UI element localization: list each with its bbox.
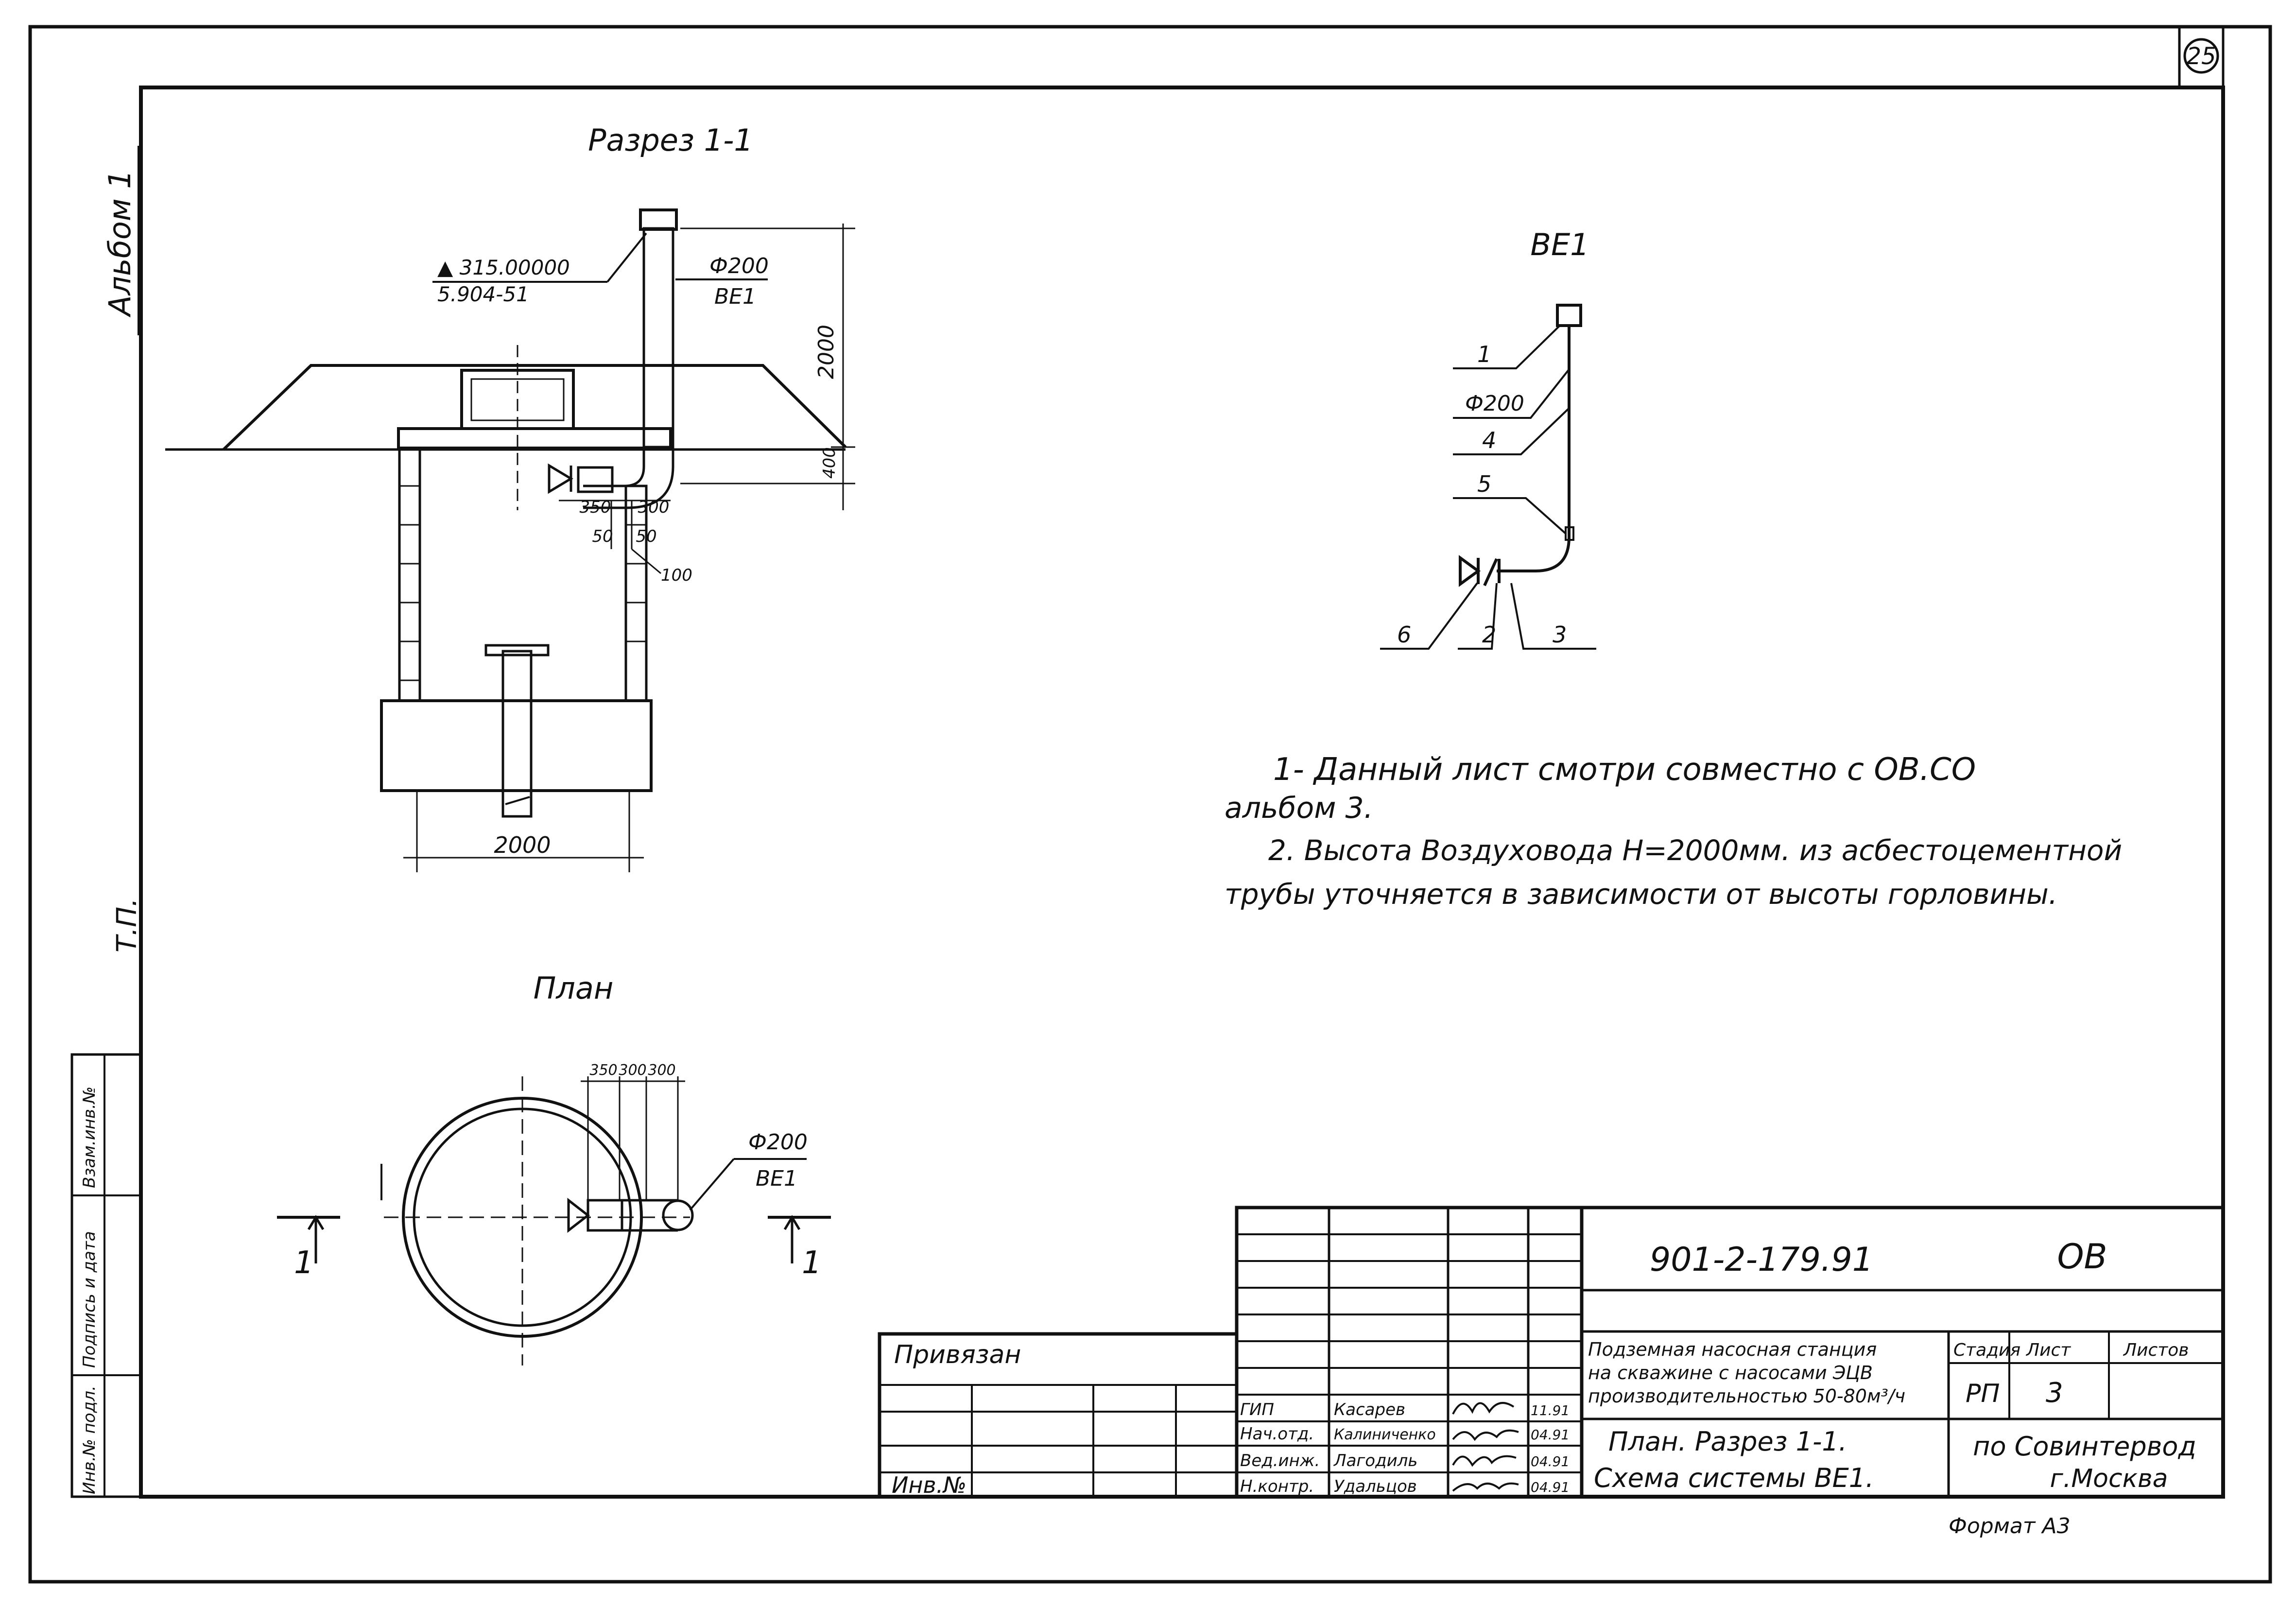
note-line-4: трубы уточняется в зависимости от высоты… — [1225, 878, 2057, 911]
page-number: 25 — [2186, 43, 2216, 70]
drawing-name-2: Схема системы ВЕ1. — [1594, 1463, 1874, 1493]
scheme-pipe-cap — [1556, 304, 1582, 327]
album-label: Альбом 1 — [102, 170, 138, 318]
doc-code: 901-2-179.91 — [1650, 1241, 1873, 1279]
privyazan-label: Привязан — [894, 1340, 1021, 1369]
stage-label: Стадия — [1953, 1340, 2020, 1360]
scheme-callout-1: 1 — [1477, 341, 1491, 367]
plan-system-label: ВЕ1 — [756, 1166, 797, 1191]
section-1-1: Разрез 1-1 2000 — [165, 122, 855, 872]
project-name-1: Подземная насосная станция — [1588, 1339, 1877, 1360]
project-name-2: на скважине с насосами ЭЦВ — [1588, 1362, 1873, 1383]
scheme-valve-icon — [1459, 555, 1481, 587]
plan-valve-icon — [567, 1197, 590, 1233]
stage-value: РП — [1966, 1379, 2000, 1408]
well-casing — [501, 650, 533, 818]
notes-block: 1- Данный лист смотри совместно с ОВ.СО … — [1225, 752, 2122, 911]
date-nach-otd: 04.91 — [1531, 1427, 1570, 1443]
tp-label: Т.П. — [111, 898, 143, 952]
scheme-callout-3: 3 — [1553, 622, 1567, 648]
plan-cut-right: 1 — [802, 1245, 822, 1281]
scheme-callout-diameter: Ф200 — [1465, 391, 1524, 416]
signature-nach-otd — [1452, 1429, 1519, 1441]
scheme-riser — [1497, 326, 1571, 572]
section-dim-300: 300 — [638, 498, 670, 517]
ventilation-scheme: ВЕ1 1 Ф200 4 5 6 2 3 — [1380, 227, 1596, 650]
sheet-label: Лист — [2025, 1340, 2071, 1360]
role-gip: ГИП — [1240, 1400, 1274, 1419]
role-ved-inzh: Вед.инж. — [1240, 1451, 1320, 1470]
page-number-circle — [2183, 38, 2219, 74]
section-dim-height: 2000 — [814, 325, 839, 379]
inv-no-label: Инв.№ — [892, 1472, 967, 1498]
section-dim-350: 350 — [580, 498, 611, 517]
chamber-wall-right — [624, 484, 648, 702]
section-dim-50a: 50 — [592, 527, 613, 546]
stamp-inv-podl: Инв.№ подл. — [80, 1385, 99, 1494]
project-name-3: производительностью 50-80м³/ч — [1588, 1385, 1905, 1407]
name-ved-inzh: Лагодиль — [1333, 1451, 1417, 1470]
role-nach-otd: Нач.отд. — [1240, 1424, 1314, 1444]
note-line-2: альбом 3. — [1225, 791, 1373, 825]
scheme-callout-4: 4 — [1482, 427, 1496, 453]
date-gip: 11.91 — [1531, 1402, 1570, 1418]
plan-vent-pipe — [662, 1199, 694, 1231]
note-line-3: 2. Высота Воздуховода Н=2000мм. из асбес… — [1268, 834, 2122, 867]
name-nach-otd: Калиниченко — [1334, 1426, 1436, 1443]
section-system-label: ВЕ1 — [714, 284, 756, 309]
title-block: 901-2-179.91 ОВ Подземная насосная станц… — [878, 1206, 2225, 1499]
scheme-callout-6: 6 — [1397, 622, 1411, 648]
section-pipe-diameter: Ф200 — [709, 254, 769, 278]
org-line-1: по Совинтервод — [1973, 1431, 2196, 1462]
sheets-label: Листов — [2123, 1340, 2189, 1360]
date-ved-inzh: 04.91 — [1531, 1453, 1570, 1469]
side-stamp: Инв.№ подл. Подпись и дата Взам.инв.№ — [70, 1053, 142, 1498]
section-dim-width: 2000 — [494, 832, 551, 858]
plan-cut-left: 1 — [294, 1245, 314, 1281]
signature-n-kontr — [1452, 1482, 1519, 1492]
section-dim-50b: 50 — [636, 527, 656, 546]
section-valve-icon — [548, 463, 573, 494]
plan-dim-300b: 300 — [648, 1062, 675, 1079]
format-label: Формат А3 — [1949, 1514, 2071, 1538]
section-dim-depth: 400 — [820, 447, 839, 479]
page-number-box — [2178, 25, 2225, 89]
plan-title: План — [534, 970, 614, 1006]
scheme-callout-2: 2 — [1482, 622, 1496, 648]
role-n-kontr: Н.контр. — [1240, 1477, 1314, 1496]
name-gip: Касарев — [1334, 1400, 1405, 1419]
plan-dim-300a: 300 — [619, 1062, 646, 1079]
stamp-vzam-inv: Взам.инв.№ — [80, 1087, 99, 1188]
name-n-kontr: Удальцов — [1334, 1477, 1417, 1496]
note-line-1: 1- Данный лист смотри совместно с ОВ.СО — [1273, 752, 1976, 788]
vent-pipe — [642, 227, 674, 449]
section-elevation: ▲ 315.00000 — [437, 256, 570, 279]
scheme-title: ВЕ1 — [1530, 227, 1589, 262]
base-slab — [380, 699, 653, 792]
vent-pipe-cap — [639, 208, 678, 231]
section-dim-100: 100 — [661, 566, 692, 585]
signature-ved-inzh — [1452, 1455, 1517, 1467]
plan-view: План 350 300 300 Ф200 ВЕ1 1 1 — [277, 970, 831, 1365]
scheme-callout-5: 5 — [1477, 471, 1491, 497]
section-code: ОВ — [2057, 1237, 2107, 1277]
section-title: Разрез 1-1 — [588, 122, 753, 158]
sheet-value: 3 — [2046, 1377, 2063, 1409]
org-line-2: г.Москва — [2050, 1464, 2168, 1493]
plan-dim-350: 350 — [589, 1062, 617, 1079]
plan-pipe-diameter: Ф200 — [748, 1130, 808, 1155]
outer-sheet-border — [28, 25, 2272, 1584]
date-n-kontr: 04.91 — [1531, 1479, 1570, 1495]
drawing-name-1: План. Разрез 1-1. — [1608, 1426, 1847, 1457]
section-elevation-ref: 5.904-51 — [437, 282, 529, 306]
stamp-podpis-data: Подпись и дата — [80, 1231, 99, 1368]
signature-gip — [1452, 1402, 1515, 1415]
